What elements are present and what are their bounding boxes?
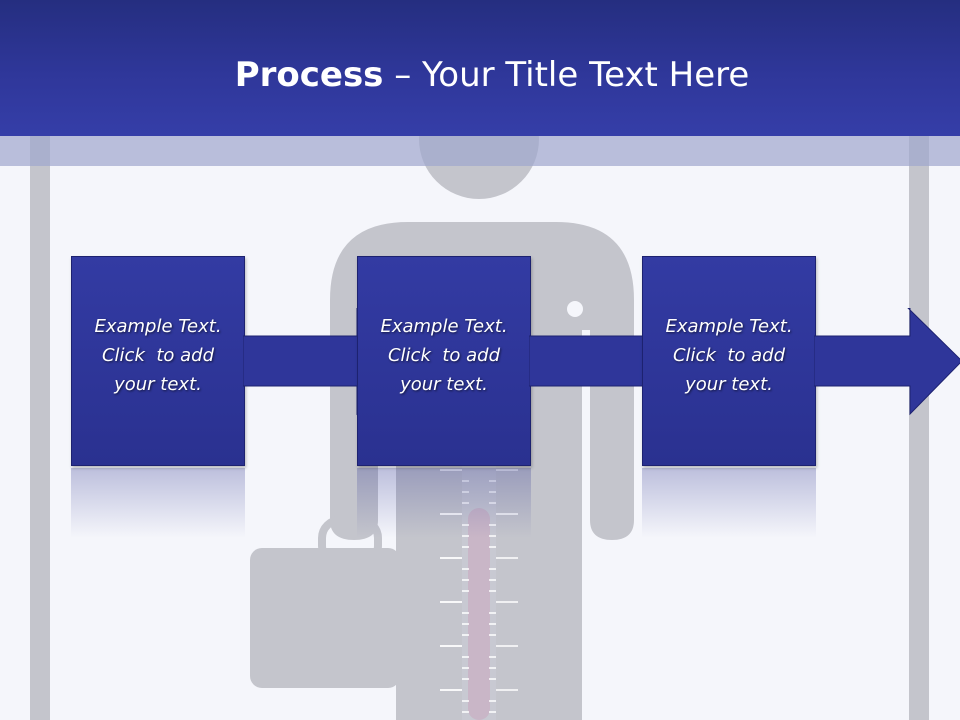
process-step-1[interactable]: Example Text. Click to add your text. <box>71 256 410 466</box>
briefcase <box>250 548 400 688</box>
process-step-2[interactable]: Example Text. Click to add your text. <box>357 256 696 466</box>
left-frame-bar <box>30 136 50 720</box>
step-line: your text. <box>400 374 488 395</box>
title-rest: – Your Title Text Here <box>383 55 750 95</box>
step-line: Example Text. <box>665 316 793 337</box>
figure-button <box>567 301 583 317</box>
thermometer-tube <box>468 508 490 720</box>
step-line: Example Text. <box>94 316 222 337</box>
step-line: Click to add <box>101 345 214 366</box>
step-text[interactable]: Example Text. Click to add your text. <box>642 312 816 399</box>
header-band <box>0 136 960 166</box>
title-bar: Process – Your Title Text Here <box>0 0 960 136</box>
step-box <box>642 256 816 466</box>
arrow-icon <box>814 308 960 416</box>
slide-title[interactable]: Process – Your Title Text Here <box>0 52 960 98</box>
step-line: your text. <box>114 374 202 395</box>
step-reflection <box>642 468 816 538</box>
step-text[interactable]: Example Text. Click to add your text. <box>357 312 531 399</box>
step-reflection <box>71 468 245 538</box>
right-frame-bar <box>909 136 929 720</box>
step-line: Click to add <box>672 345 785 366</box>
step-line: your text. <box>685 374 773 395</box>
step-text[interactable]: Example Text. Click to add your text. <box>71 312 245 399</box>
step-line: Example Text. <box>380 316 508 337</box>
step-box <box>71 256 245 466</box>
step-reflection <box>357 468 531 538</box>
thermometer-ticks <box>440 469 518 713</box>
process-step-3[interactable]: Example Text. Click to add your text. <box>642 256 960 466</box>
step-line: Click to add <box>387 345 500 366</box>
title-bold: Process <box>234 55 384 95</box>
step-box <box>357 256 531 466</box>
